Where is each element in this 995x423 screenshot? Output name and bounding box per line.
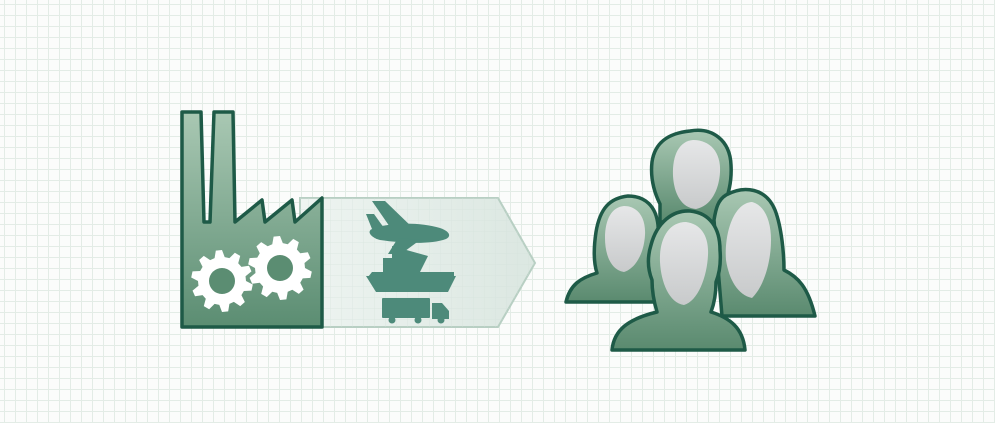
people-group-icon	[566, 130, 815, 350]
person-right-icon	[714, 190, 815, 316]
